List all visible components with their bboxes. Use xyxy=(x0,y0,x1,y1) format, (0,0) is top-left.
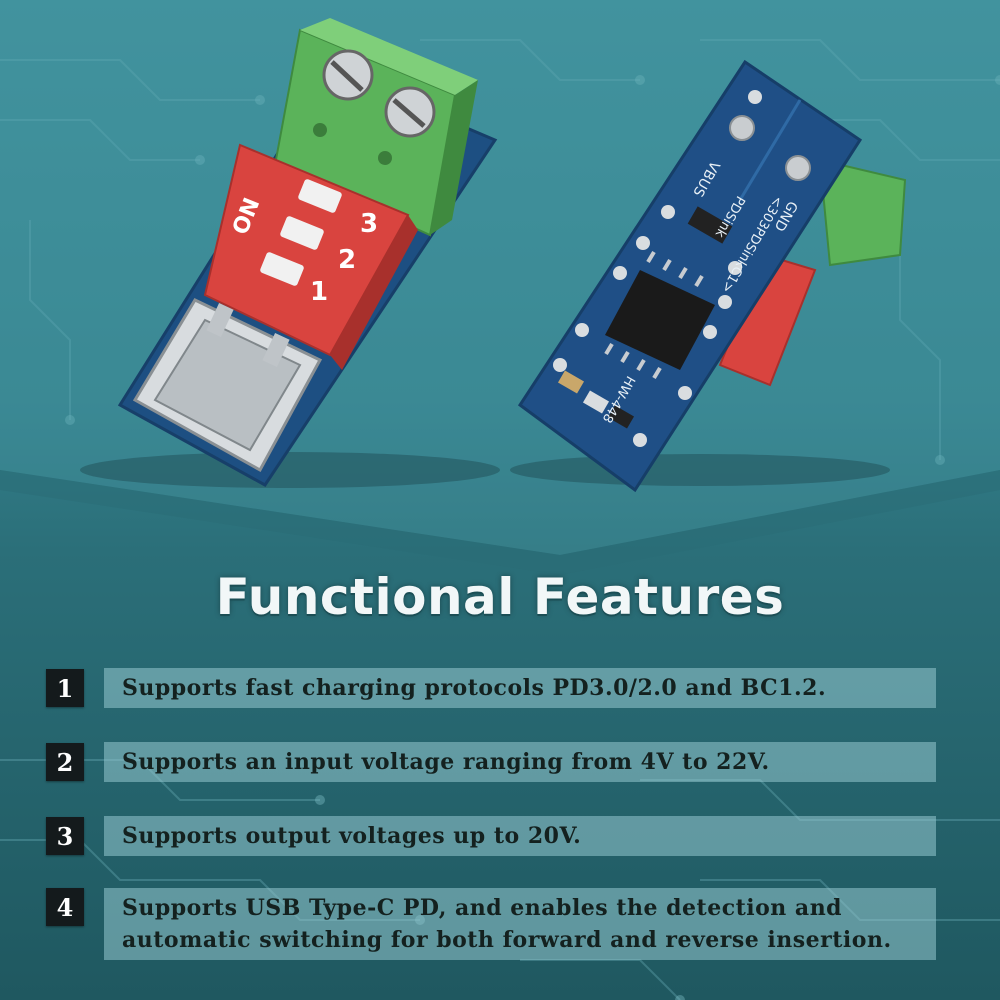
feature-text: Supports USB Type-C PD, and enables the … xyxy=(104,888,936,960)
feature-text: Supports an input voltage ranging from 4… xyxy=(104,742,936,782)
dip-switch-icon: ON 3 2 1 xyxy=(203,143,418,370)
product-boards-illustration: ON 3 2 1 xyxy=(117,18,907,493)
feature-number-badge: 3 xyxy=(46,817,84,855)
feature-item-4: 4 Supports USB Type-C PD, and enables th… xyxy=(46,888,936,960)
feature-number-badge: 4 xyxy=(46,888,84,926)
feature-item-2: 2 Supports an input voltage ranging from… xyxy=(46,742,936,782)
dip-number-3: 3 xyxy=(360,209,378,239)
feature-number-badge: 2 xyxy=(46,743,84,781)
feature-item-3: 3 Supports output voltages up to 20V. xyxy=(46,816,936,856)
page-title: Functional Features xyxy=(215,568,785,626)
front-board: ON 3 2 1 xyxy=(117,18,498,487)
dip-number-2: 2 xyxy=(338,245,356,275)
ic-chip-icon xyxy=(604,250,715,380)
feature-text: Supports output voltages up to 20V. xyxy=(104,816,936,856)
feature-text: Supports fast charging protocols PD3.0/2… xyxy=(104,668,936,708)
feature-number-badge: 1 xyxy=(46,669,84,707)
usb-c-port-icon xyxy=(132,298,323,473)
feature-item-1: 1 Supports fast charging protocols PD3.0… xyxy=(46,668,936,708)
back-board: VBUS GND <303PDSinkC1> PDSink HW-448 xyxy=(517,59,907,493)
dip-number-1: 1 xyxy=(310,277,328,307)
